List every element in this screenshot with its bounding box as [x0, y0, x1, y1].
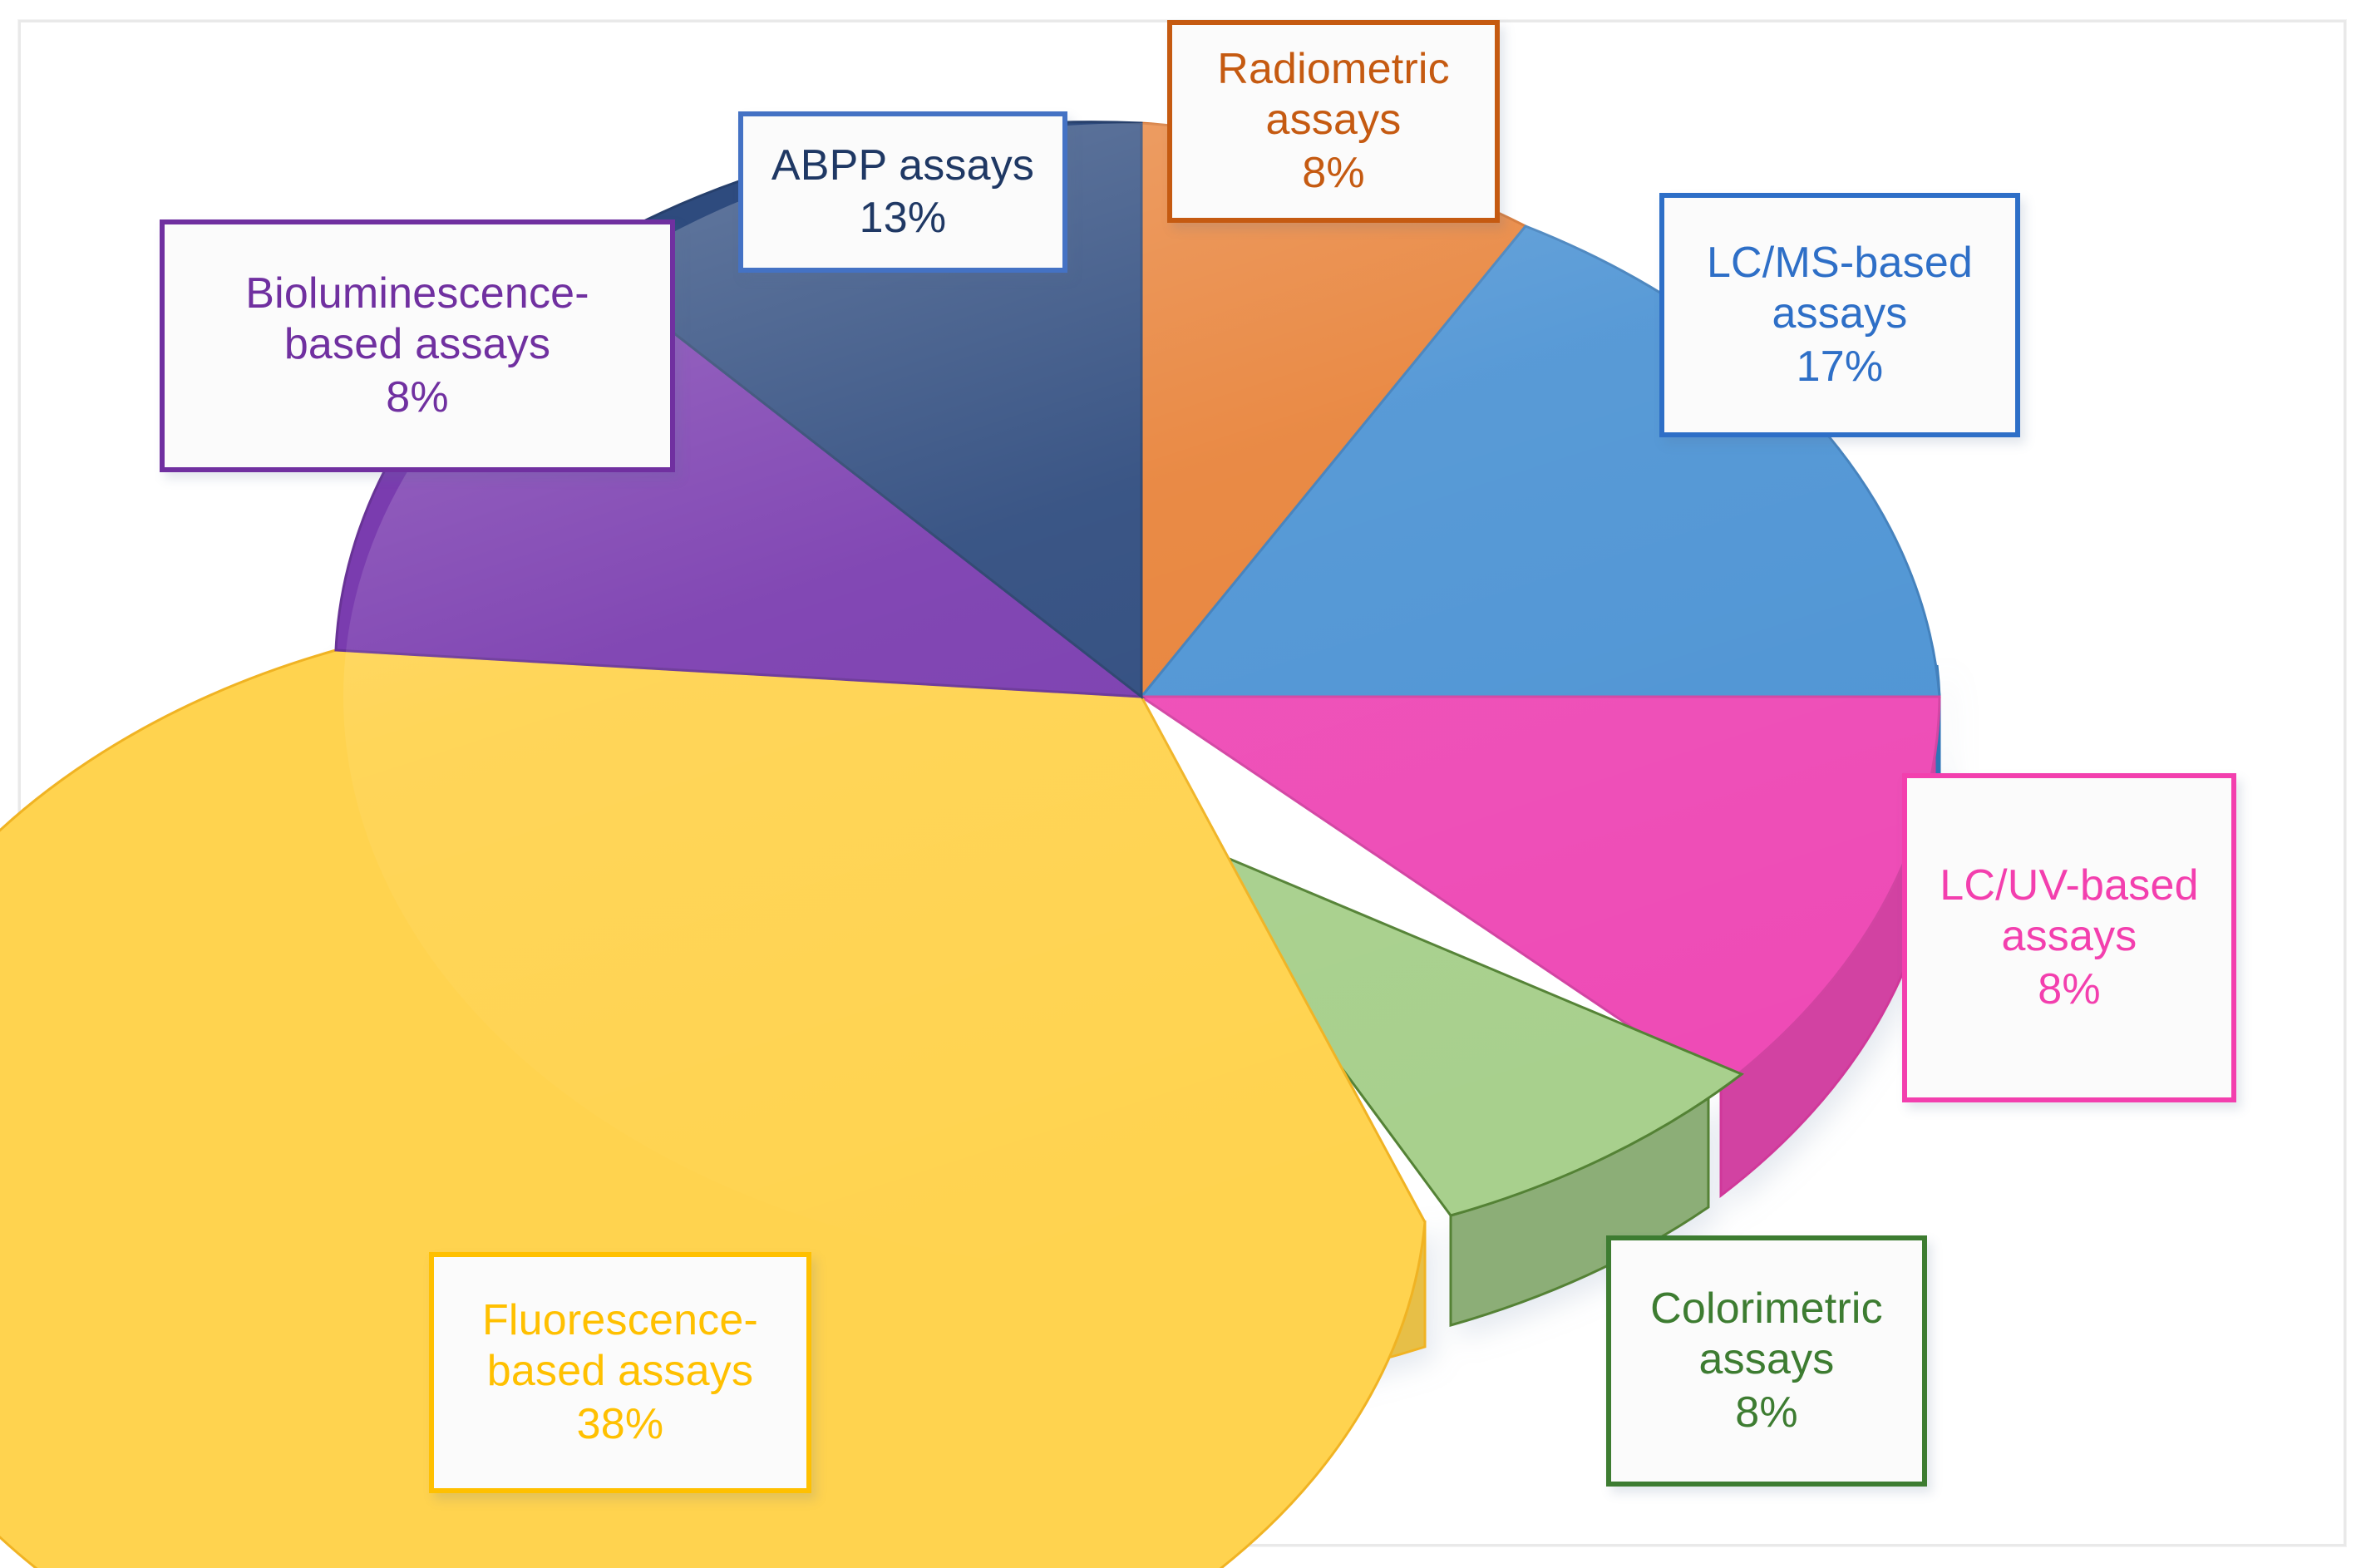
callout-abpp[interactable]: ABPP assays 13% — [738, 111, 1067, 273]
callout-lcuv-percent: 8% — [2038, 964, 2101, 1013]
callout-abpp-percent: 13% — [859, 194, 947, 242]
callout-lcuv[interactable]: LC/UV-based assays 8% — [1902, 773, 2236, 1102]
callout-bioluminescence-percent: 8% — [386, 372, 449, 422]
callout-lcms[interactable]: LC/MS-based assays 17% — [1659, 193, 2020, 437]
callout-radiometric[interactable]: Radiometric assays 8% — [1167, 20, 1500, 223]
callout-fluorescence[interactable]: Fluorescence- based assays 38% — [429, 1252, 811, 1493]
callout-colorimetric-label: Colorimetric assays — [1650, 1284, 1883, 1384]
callout-fluorescence-percent: 38% — [576, 1399, 664, 1448]
callout-fluorescence-label: Fluorescence- based assays — [481, 1295, 759, 1396]
callout-lcms-label: LC/MS-based assays — [1706, 238, 1974, 338]
pie-gloss-highlight — [343, 123, 1940, 1270]
callout-bioluminescence-label: Bioluminescence- based assays — [245, 269, 589, 369]
callout-bioluminescence[interactable]: Bioluminescence- based assays 8% — [160, 219, 675, 472]
callout-radiometric-percent: 8% — [1302, 148, 1365, 197]
callout-lcms-percent: 17% — [1796, 342, 1884, 391]
callout-colorimetric-percent: 8% — [1735, 1388, 1798, 1437]
callout-radiometric-label: Radiometric assays — [1217, 44, 1450, 145]
callout-colorimetric[interactable]: Colorimetric assays 8% — [1606, 1235, 1927, 1487]
callout-lcuv-label: LC/UV-based assays — [1940, 860, 2199, 961]
pie-top-face — [0, 121, 1941, 1568]
callout-abpp-label: ABPP assays — [771, 141, 1035, 190]
